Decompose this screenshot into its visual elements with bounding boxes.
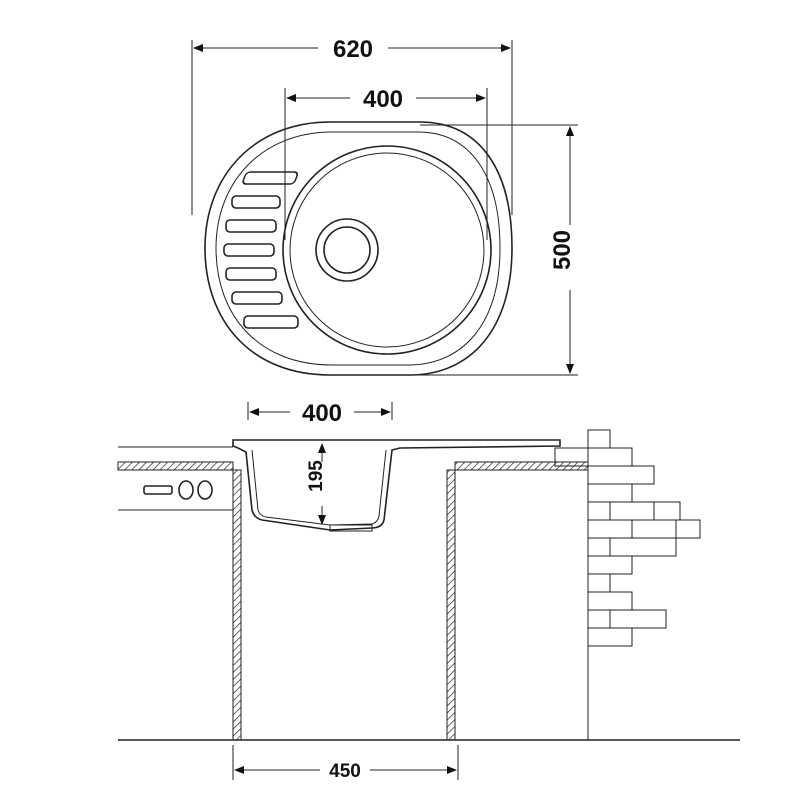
cabinet-wall-right	[446, 469, 456, 741]
bowl-inner	[289, 152, 485, 348]
top-view: 620 400 500	[191, 36, 578, 376]
side-view: 400 195 450	[117, 400, 740, 782]
dimension-500: 500	[410, 124, 578, 376]
dimension-label: 500	[549, 230, 576, 270]
dimension-label: 620	[333, 36, 373, 63]
dimension-195: 195	[306, 443, 327, 525]
sink-profile	[232, 439, 561, 531]
wall-bricks	[554, 429, 701, 647]
countertop-left	[117, 461, 234, 471]
dimension-label: 195	[306, 460, 327, 492]
dimension-450: 450	[232, 745, 459, 782]
dimension-400-side: 400	[247, 400, 393, 427]
drainer-slots	[223, 171, 299, 329]
dimension-label: 450	[329, 761, 361, 782]
cabinet-wall-left	[232, 469, 242, 741]
bowl-outer	[282, 145, 492, 355]
dimension-label: 400	[363, 86, 403, 113]
dimension-label: 400	[302, 400, 342, 427]
sink-outer-rim	[204, 121, 513, 376]
drawer-handle-icon	[143, 480, 213, 500]
sink-inner-rim	[215, 131, 501, 366]
dimension-620: 620	[191, 36, 513, 215]
dimension-400-top: 400	[284, 86, 488, 240]
drain-icon	[315, 218, 379, 282]
